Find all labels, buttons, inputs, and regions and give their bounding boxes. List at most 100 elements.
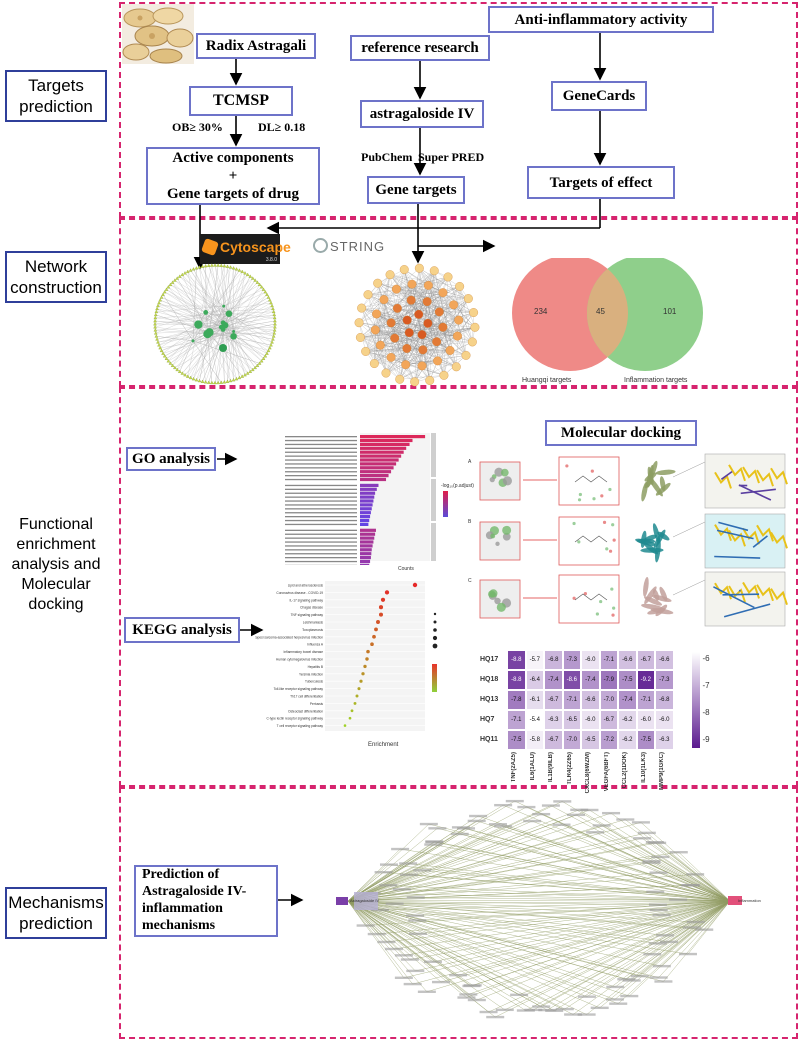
go-term-label: [285, 451, 357, 453]
protein-node: [467, 337, 477, 347]
go-cc-bar: [360, 507, 372, 511]
ppi-edge: [380, 345, 423, 350]
go-term-label: [285, 523, 357, 526]
ppi-edge: [418, 314, 445, 376]
network-edge: [208, 325, 227, 383]
pathway-label-node: [424, 843, 443, 846]
ppi-edge: [405, 364, 444, 376]
mechanism-edge: [347, 900, 666, 936]
heatmap-cell: -6.3: [655, 730, 674, 750]
network-edge: [182, 274, 224, 323]
kegg-dot: [359, 679, 363, 683]
mechanism-edge: [660, 856, 731, 902]
mechanism-edge: [458, 900, 731, 976]
residue-blob: [502, 525, 512, 535]
go-cc-bar: [360, 499, 374, 503]
network-edge: [192, 270, 240, 341]
residue-blob: [490, 533, 496, 539]
dl-filter-label: DL≥ 0.18: [258, 120, 306, 134]
ppi-edge: [394, 285, 429, 339]
interaction-residue: [592, 497, 596, 501]
mechanism-edge: [415, 900, 731, 972]
protein-node: [369, 359, 379, 368]
network-edge: [198, 291, 266, 325]
pathway-label-node: [495, 1008, 514, 1012]
target-node: [173, 365, 177, 370]
target-node: [175, 367, 179, 372]
pathway-label-node: [419, 822, 438, 826]
kegg-dot: [361, 672, 365, 676]
ligand-stick: [714, 471, 732, 489]
interaction-residue: [610, 587, 614, 591]
heatmap-col-label: TNF(2AZ5): [511, 752, 517, 783]
mechanism-edge: [504, 900, 731, 1010]
ppi-edge: [360, 308, 398, 338]
cytoscape-logo-text: Cytoscape: [220, 239, 291, 255]
herb-photo-image: [122, 4, 194, 64]
ppi-edge: [439, 311, 474, 313]
kegg-term-label: Th17 cell differentiation: [290, 695, 323, 699]
network-edge: [198, 265, 212, 325]
network-edge: [182, 274, 208, 335]
mechanism-edge: [347, 826, 504, 902]
ligand-stick: [728, 464, 746, 482]
heatmap-cell: -8.8: [507, 670, 526, 690]
ppi-edge: [361, 307, 423, 350]
mechanism-edge: [347, 900, 565, 1010]
target-node: [180, 272, 185, 277]
network-edge: [207, 286, 262, 335]
mechanism-edge: [383, 872, 731, 902]
mechanism-edge: [573, 900, 731, 1015]
target-node: [200, 264, 205, 268]
ppi-edge: [439, 286, 460, 312]
mechanism-edge: [415, 900, 731, 916]
compound-node: [218, 324, 224, 330]
interaction-2d-box: [558, 574, 620, 624]
network-edge: [221, 297, 269, 328]
go-term-label: [285, 447, 357, 449]
ppi-edge: [427, 323, 445, 376]
mechanism-edge: [347, 899, 679, 902]
pathway-label-node: [377, 940, 396, 944]
active-components-text: Active components: [172, 150, 294, 166]
kegg-term-label: Tuberculosis: [305, 680, 323, 684]
network-edge: [205, 274, 248, 313]
go-term-label: [285, 545, 357, 547]
network-edge: [161, 333, 208, 351]
residue-stick: [752, 535, 768, 548]
stage-label-targets: Targets prediction: [5, 70, 107, 122]
interaction-residue: [602, 520, 607, 524]
ppi-edge: [414, 314, 419, 382]
protein-helix: [637, 538, 656, 544]
protein-node: [395, 374, 405, 384]
heatmap-cell: -7.8: [507, 690, 526, 710]
mechanism-edge: [541, 813, 731, 902]
target-node: [206, 380, 211, 384]
compound-hub-node: [336, 897, 348, 905]
target-node: [183, 373, 187, 377]
heatmap-row-label: HQ11: [480, 736, 498, 743]
kegg-term-label: Pertussis: [310, 702, 324, 706]
target-node: [243, 271, 247, 275]
mechanism-edge: [689, 885, 731, 902]
anti-inflammatory-box: Anti-inflammatory activity: [488, 6, 714, 33]
active-components-box: Active components + Gene targets of drug: [146, 147, 320, 205]
kegg-term-label: Hepatitis B: [308, 665, 323, 669]
ppi-edge: [443, 286, 460, 376]
network-edge: [166, 289, 226, 326]
kegg-dot: [372, 634, 376, 639]
protein-node: [432, 337, 442, 347]
ppi-edge: [405, 314, 419, 365]
kegg-dot: [350, 709, 354, 713]
zoom-line: [672, 579, 706, 596]
ppi-edge: [391, 301, 428, 323]
pathway-label-node: [648, 903, 667, 906]
mechanism-network: [336, 799, 742, 1019]
heatmap-colorbar-tick: -9: [702, 735, 710, 744]
target-node: [155, 306, 159, 311]
ppi-edge: [427, 323, 475, 328]
pathway-label-node: [642, 861, 661, 864]
go-term-label: [285, 475, 357, 477]
heatmap-cell: -7.1: [636, 690, 655, 710]
superpred-label: Super PRED: [418, 150, 485, 164]
